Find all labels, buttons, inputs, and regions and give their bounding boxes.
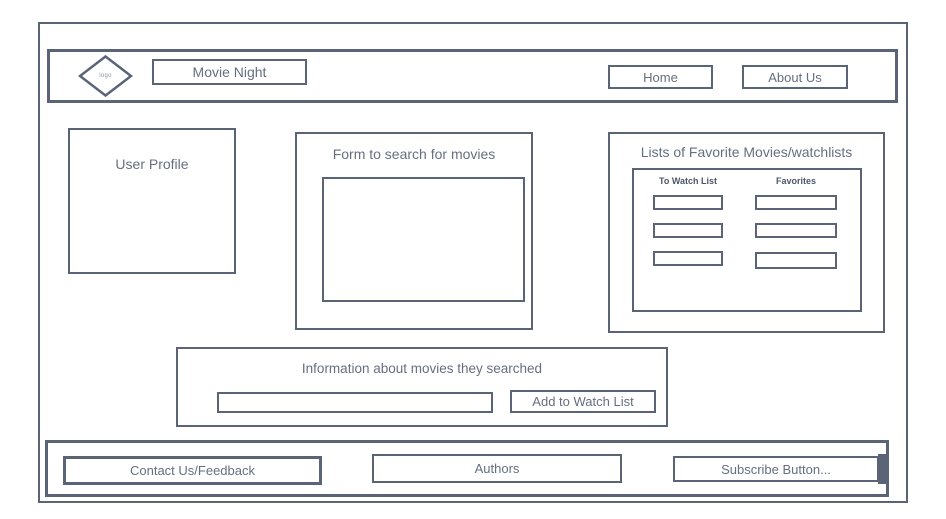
search-form-area[interactable] — [322, 177, 525, 302]
brand-label: Movie Night — [192, 64, 267, 80]
contact-feedback-label: Contact Us/Feedback — [129, 463, 255, 478]
nav-home-label: Home — [643, 69, 678, 85]
movie-info-input[interactable] — [217, 392, 493, 413]
movie-info-title: Information about movies they searched — [301, 361, 543, 376]
watchlist-column-favorites: Favorites — [750, 176, 842, 282]
search-form-card: Form to search for movies — [295, 132, 533, 330]
to-watch-slot-2[interactable] — [653, 223, 723, 238]
nav-about-button[interactable]: About Us — [742, 65, 848, 89]
favorites-heading: Favorites — [775, 176, 817, 186]
watchlist-column-to-watch: To Watch List — [648, 176, 728, 279]
diamond-shape — [78, 55, 133, 97]
nav-home-button[interactable]: Home — [608, 65, 713, 89]
user-profile-title: User Profile — [115, 156, 189, 172]
header-bar: logo Movie Night Home About Us — [47, 49, 898, 103]
to-watch-list-heading: To Watch List — [659, 176, 717, 186]
page-frame: logo Movie Night Home About Us User Prof… — [38, 22, 908, 503]
footer-bar: Contact Us/Feedback Authors Subscribe Bu… — [45, 440, 889, 497]
user-profile-card: User Profile — [68, 128, 236, 274]
authors-button[interactable]: Authors — [372, 454, 622, 483]
nav-about-label: About Us — [768, 69, 822, 85]
subscribe-button[interactable]: Subscribe Button... — [673, 454, 889, 484]
favorites-slot-3[interactable] — [755, 252, 837, 269]
movie-info-card: Information about movies they searched A… — [176, 347, 668, 427]
watchlists-card: Lists of Favorite Movies/watchlists To W… — [608, 132, 885, 333]
watchlists-panel: To Watch List Favorites — [632, 168, 862, 312]
add-to-watchlist-button[interactable]: Add to Watch List — [510, 390, 656, 413]
favorites-slot-1[interactable] — [755, 195, 837, 210]
authors-label: Authors — [474, 461, 520, 476]
subscribe-label: Subscribe Button... — [721, 461, 831, 477]
logo-label: logo — [99, 73, 112, 79]
brand-box[interactable]: Movie Night — [152, 59, 307, 85]
contact-feedback-button[interactable]: Contact Us/Feedback — [63, 456, 322, 485]
watchlists-title: Lists of Favorite Movies/watchlists — [640, 144, 853, 160]
to-watch-slot-3[interactable] — [653, 251, 723, 266]
logo-icon: logo — [78, 55, 133, 97]
search-form-title: Form to search for movies — [332, 146, 496, 162]
favorites-slot-2[interactable] — [755, 223, 837, 238]
to-watch-slot-1[interactable] — [653, 195, 723, 210]
add-to-watchlist-label: Add to Watch List — [532, 394, 634, 409]
